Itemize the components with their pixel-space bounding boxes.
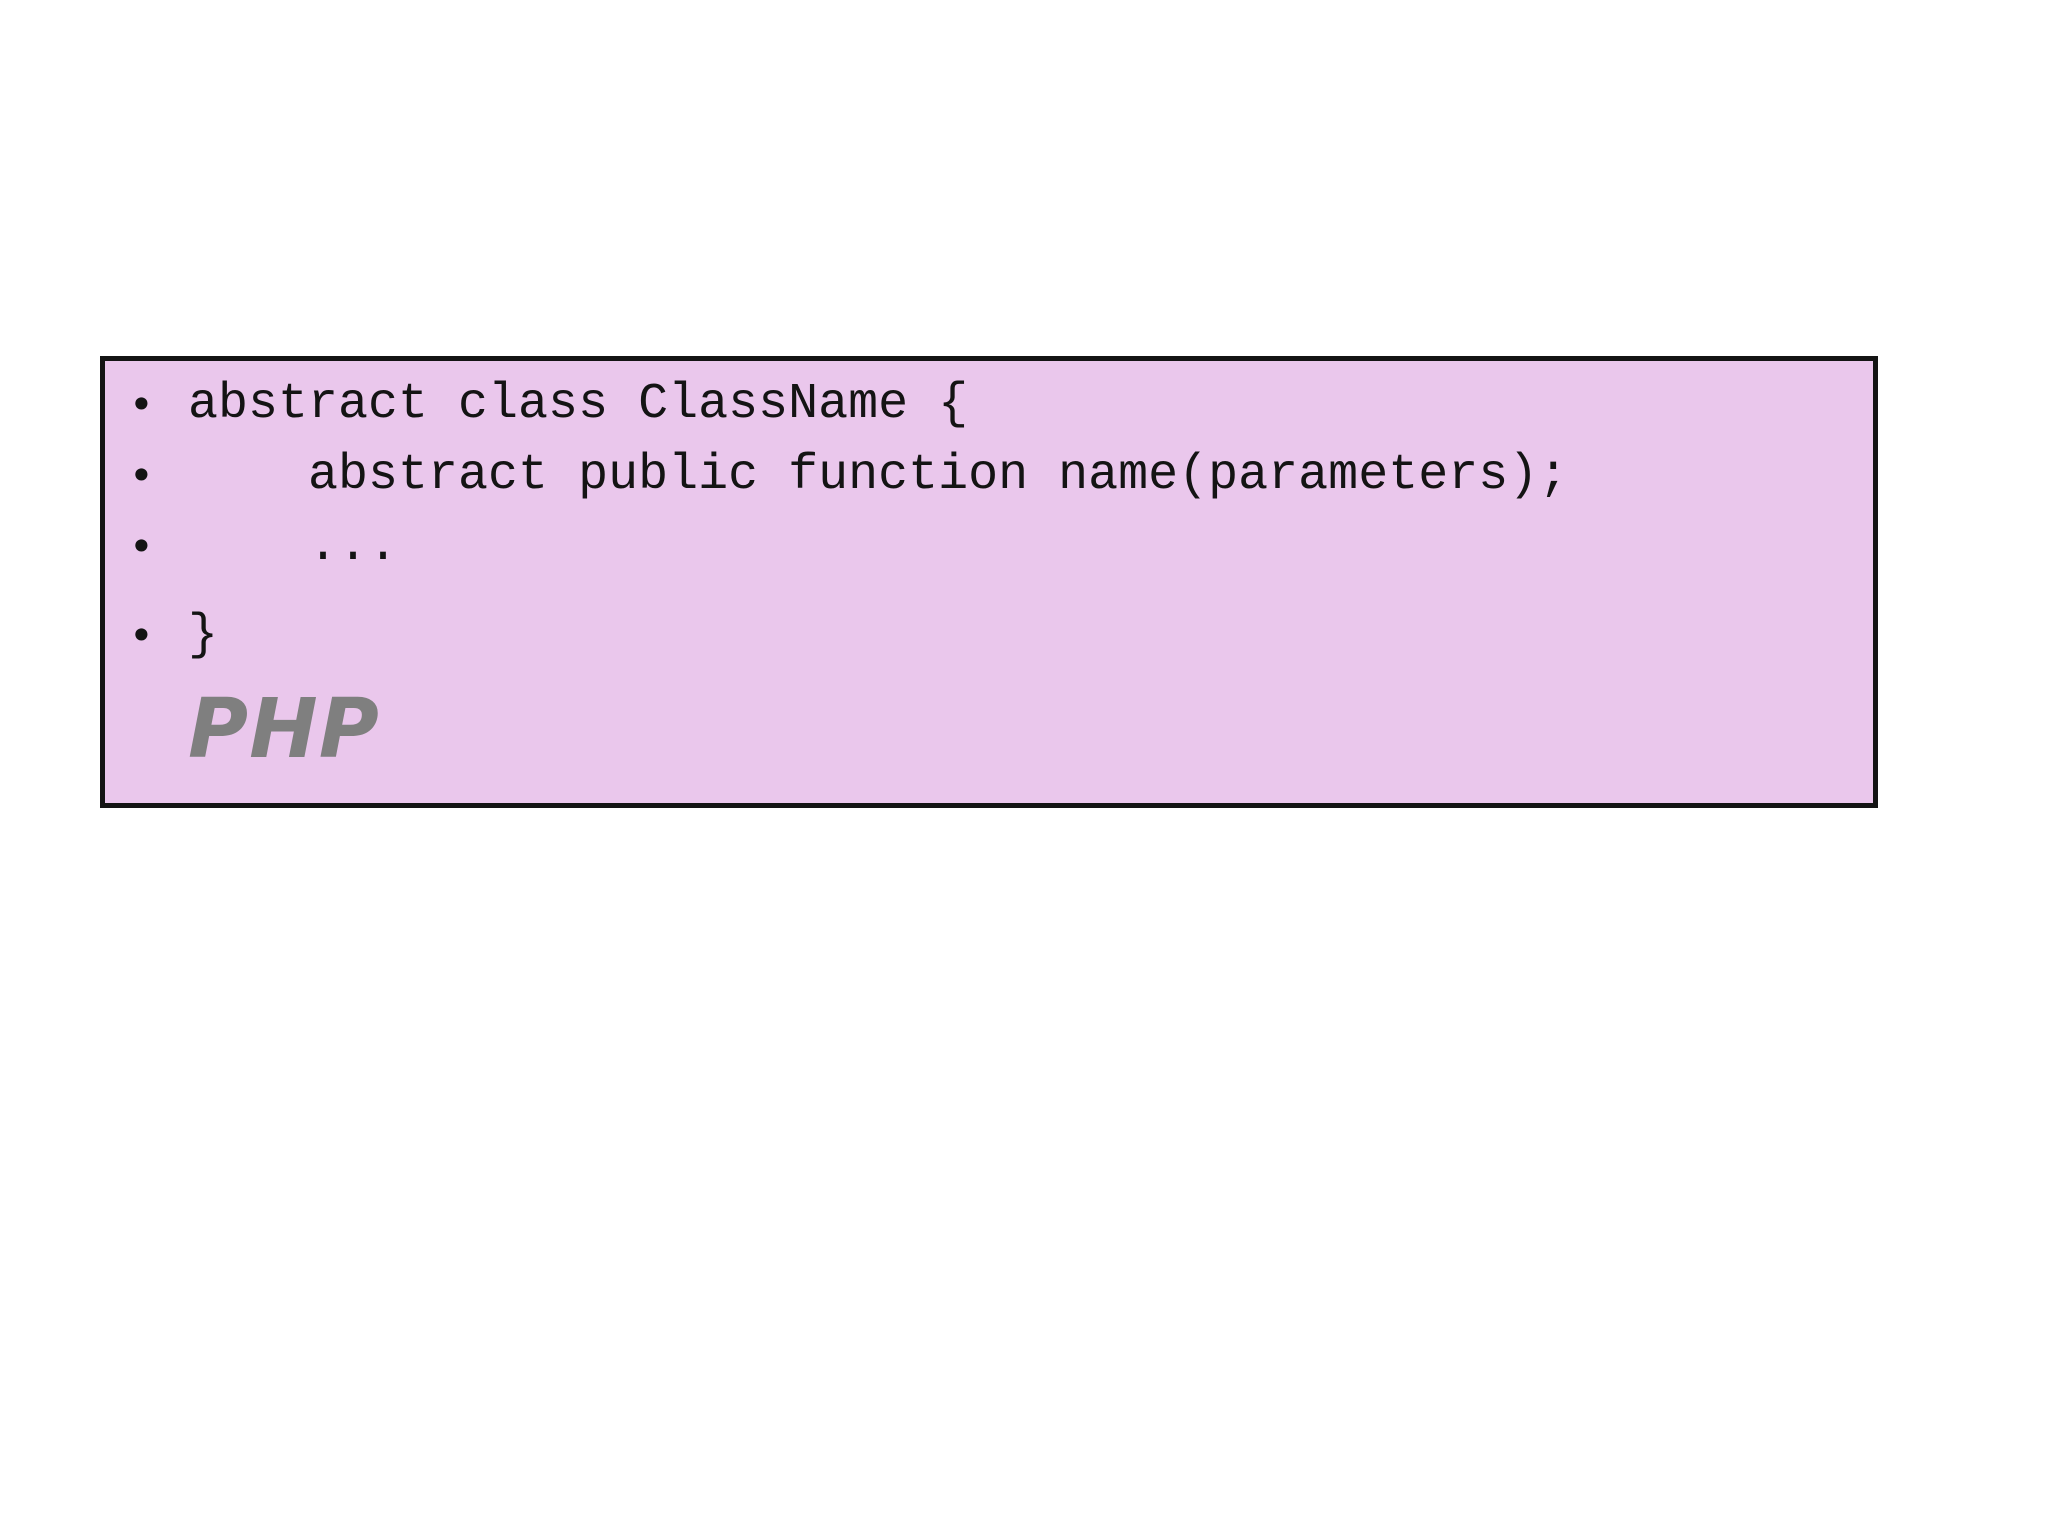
code-bullet-list: • abstract class ClassName { • abstract … xyxy=(105,361,1873,671)
code-text: } xyxy=(188,607,219,664)
code-text: ... xyxy=(188,518,399,575)
code-line: • abstract public function name(paramete… xyxy=(125,440,1873,511)
bullet-icon: • xyxy=(129,451,154,500)
code-text: abstract class ClassName { xyxy=(188,376,969,433)
code-line: • abstract class ClassName { xyxy=(125,369,1873,440)
code-line: • } xyxy=(125,600,1873,671)
code-line: • ... xyxy=(125,511,1873,582)
bullet-icon: • xyxy=(129,522,154,571)
bullet-icon: • xyxy=(129,611,154,660)
bullet-icon: • xyxy=(129,380,154,429)
code-text: abstract public function name(parameters… xyxy=(188,447,1569,504)
language-label: PHP xyxy=(188,682,380,777)
php-code-box: • abstract class ClassName { • abstract … xyxy=(100,356,1878,808)
